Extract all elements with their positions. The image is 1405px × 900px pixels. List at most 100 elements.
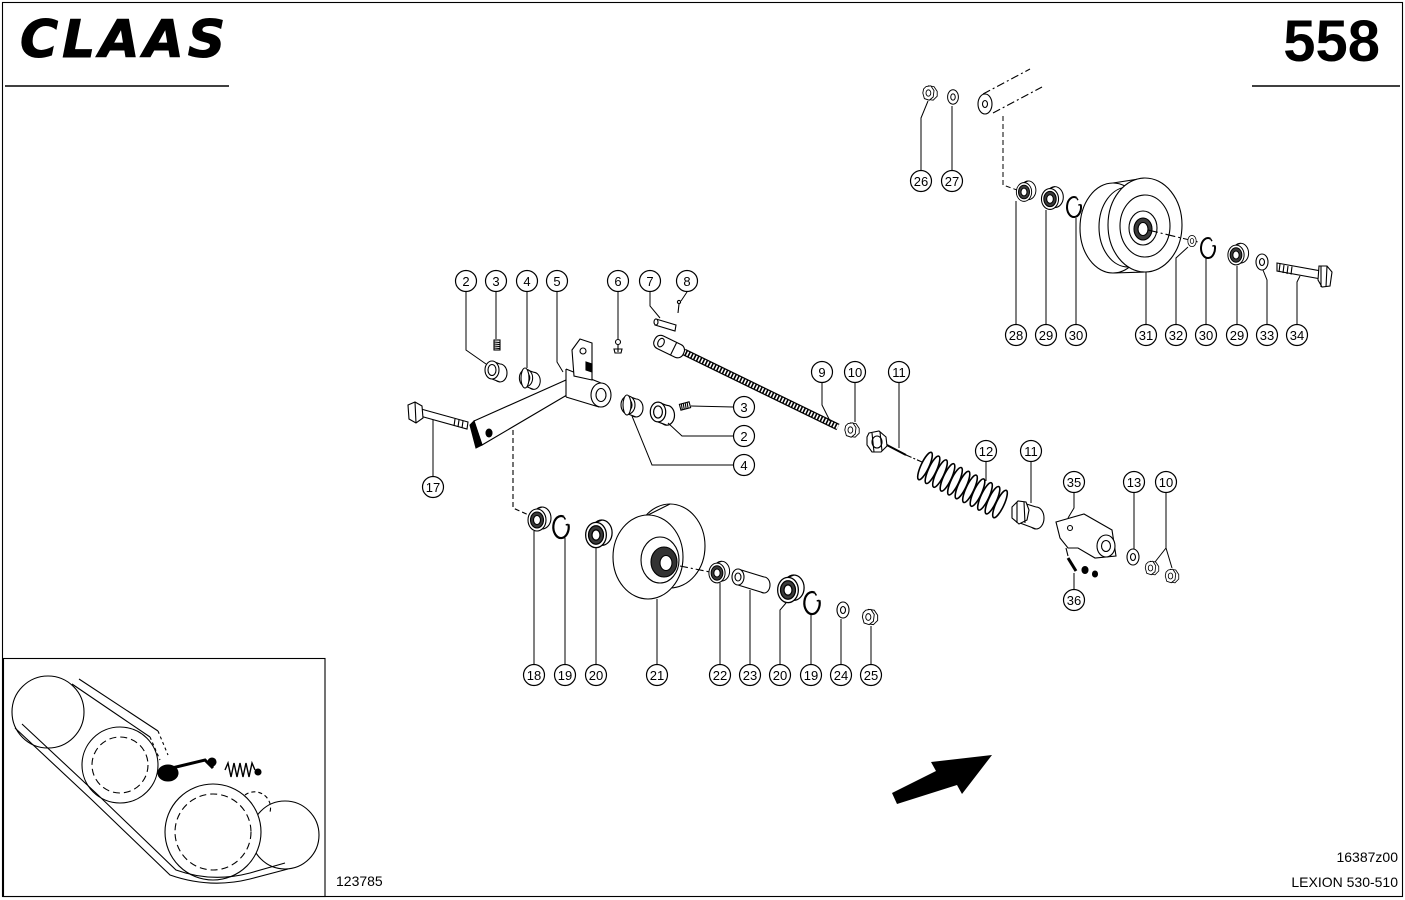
callout-number: 4 — [740, 458, 747, 473]
callout-circle — [799, 663, 823, 687]
v-belt-pulley-31 — [1079, 177, 1183, 274]
callout-4: 4 — [515, 269, 539, 293]
callout-number: 8 — [683, 274, 690, 289]
callout-number: 27 — [945, 174, 959, 189]
circlip-30 — [1200, 237, 1217, 260]
callout-2: 2 — [454, 269, 478, 293]
callout-circle — [1285, 323, 1309, 347]
callout-circle — [909, 169, 933, 193]
callout-29: 29 — [1034, 323, 1058, 347]
callout-8: 8 — [675, 269, 699, 293]
inset-pulley — [164, 783, 262, 881]
callout-13: 13 — [1122, 470, 1146, 494]
callout-18: 18 — [522, 663, 546, 687]
callout-circle — [545, 269, 569, 293]
bearing-20 — [585, 519, 613, 549]
callout-circle — [768, 663, 792, 687]
callout-number: 10 — [848, 365, 862, 380]
belt-drive-overview-inset — [2, 657, 326, 898]
callout-number: 29 — [1230, 328, 1244, 343]
callout-circle — [887, 360, 911, 384]
nut-26 — [922, 85, 938, 101]
callout-number: 2 — [462, 274, 469, 289]
callout-11: 11 — [887, 360, 911, 384]
callout-circle — [1194, 323, 1218, 347]
bearing-29 — [1227, 242, 1250, 266]
callout-number: 21 — [650, 668, 664, 683]
callout-circle — [638, 269, 662, 293]
callout-number: 26 — [914, 174, 928, 189]
callout-circle — [829, 663, 853, 687]
callout-circle — [1034, 323, 1058, 347]
flanged-bushing-4 — [518, 367, 541, 390]
callout-number: 19 — [558, 668, 572, 683]
callout-number: 25 — [864, 668, 878, 683]
callout-33: 33 — [1255, 323, 1279, 347]
callout-number: 31 — [1139, 328, 1153, 343]
callout-20: 20 — [584, 663, 608, 687]
callout-circle — [1122, 470, 1146, 494]
spring-seat-11 — [1011, 500, 1045, 530]
callout-number: 20 — [589, 668, 603, 683]
model-designation: LEXION 530-510 — [1291, 874, 1398, 890]
inset-pulley — [81, 726, 159, 804]
callout-number: 9 — [818, 365, 825, 380]
direction-arrow-icon — [892, 755, 992, 804]
bracket-35 — [1055, 513, 1117, 559]
page-number: 558 — [1283, 9, 1380, 74]
callout-10: 10 — [843, 360, 867, 384]
tension-rod-9 — [653, 334, 840, 431]
callout-31: 31 — [1134, 323, 1158, 347]
callout-number: 3 — [492, 274, 499, 289]
callout-circle — [1004, 323, 1028, 347]
callout-number: 32 — [1169, 328, 1183, 343]
callout-5: 5 — [545, 269, 569, 293]
callout-circle — [645, 663, 669, 687]
callout-6: 6 — [606, 269, 630, 293]
bushing-2 — [484, 360, 508, 383]
callout-circle — [1225, 323, 1249, 347]
callout-circle — [1062, 588, 1086, 612]
idler-axis — [679, 565, 711, 573]
spacer-32 — [1187, 235, 1197, 247]
bearing-29 — [1040, 186, 1064, 210]
callout-circle — [732, 395, 756, 419]
callout-17: 17 — [421, 475, 445, 499]
callout-number: 19 — [804, 668, 818, 683]
rod-axis — [905, 454, 923, 463]
callout-number: 34 — [1290, 328, 1304, 343]
callout-11: 11 — [1019, 439, 1043, 463]
inset-tensioner — [157, 757, 262, 782]
callout-number: 5 — [553, 274, 560, 289]
callout-3: 3 — [732, 395, 756, 419]
callout-number: 30 — [1069, 328, 1083, 343]
callout-28: 28 — [1004, 323, 1028, 347]
callout-29: 29 — [1225, 323, 1249, 347]
bearing-28 — [1015, 180, 1037, 202]
callout-number: 20 — [773, 668, 787, 683]
callout-26: 26 — [909, 169, 933, 193]
spring-seat-11 — [866, 430, 907, 456]
callout-number: 4 — [523, 274, 530, 289]
callout-35: 35 — [1062, 470, 1086, 494]
callout-number: 24 — [834, 668, 848, 683]
callout-circle — [675, 269, 699, 293]
callout-3: 3 — [484, 269, 508, 293]
washer-24 — [836, 601, 850, 619]
grease-nipple-6 — [613, 338, 623, 354]
callout-number: 12 — [979, 444, 993, 459]
circlip-19 — [552, 514, 570, 540]
callout-circle — [843, 360, 867, 384]
callout-number: 33 — [1260, 328, 1274, 343]
idler-pulley-21 — [612, 503, 706, 600]
callout-circle — [515, 269, 539, 293]
callout-number: 11 — [1024, 444, 1038, 459]
callout-circle — [522, 663, 546, 687]
callout-10: 10 — [1154, 470, 1178, 494]
callout-circle — [1134, 323, 1158, 347]
circlip-19 — [803, 590, 821, 616]
callout-circle — [940, 169, 964, 193]
leader-lines — [432, 100, 1301, 664]
callout-30: 30 — [1194, 323, 1218, 347]
callout-36: 36 — [1062, 588, 1086, 612]
